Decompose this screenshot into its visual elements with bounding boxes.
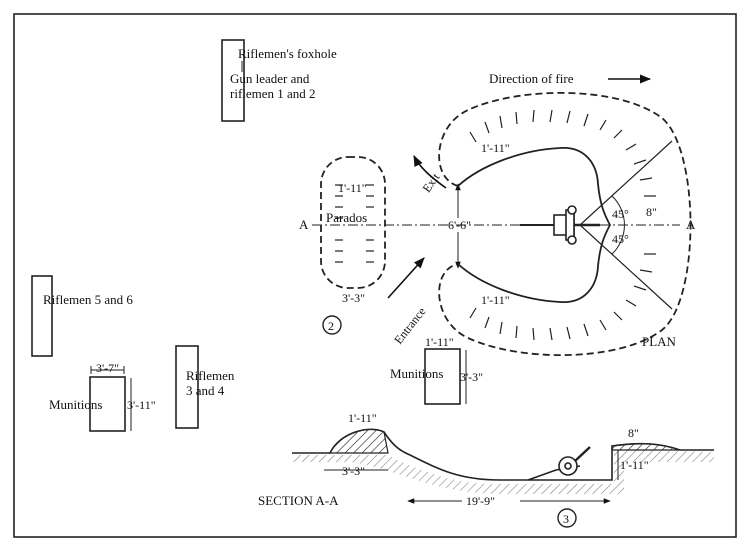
entrance-arrow	[387, 257, 425, 299]
dim-parados-bottom: 3'-3"	[342, 291, 365, 305]
angle-arc	[611, 195, 625, 255]
dim-section-parados-height: 1'-11"	[348, 411, 377, 425]
angle-top: 45°	[612, 207, 629, 221]
section-marker-a-left: A	[299, 217, 309, 232]
figure-number-2-text: 2	[328, 319, 334, 333]
dim-pit-width: 6'-6"	[448, 218, 471, 232]
munitions-right-pit	[424, 348, 461, 405]
label-riflemen-5-6: Riflemen 5 and 6	[43, 292, 133, 307]
fire-line-upper	[579, 140, 673, 226]
dim-parados-top: 1'-11"	[338, 181, 367, 195]
dim-section-length: 19'-9"	[466, 494, 495, 508]
label-exit: Exit	[419, 170, 442, 195]
label-munitions-right: Munitions	[390, 366, 443, 381]
label-riflemen-3-4-line1: Riflemen	[186, 368, 235, 383]
label-riflemen-3-4-line2: 3 and 4	[186, 383, 225, 398]
label-munitions-left: Munitions	[49, 397, 102, 412]
parados-hachures	[335, 184, 374, 263]
label-direction-of-fire: Direction of fire	[489, 71, 574, 86]
undisturbed-ground	[292, 450, 714, 494]
munitions-left-pit	[89, 376, 126, 432]
figure-number-2	[322, 315, 342, 335]
parados-mound	[320, 156, 386, 289]
dim-emplacement-bottom: 1'-11"	[481, 293, 510, 307]
label-section-a-a: SECTION A-A	[258, 493, 339, 508]
exit-arrow	[413, 154, 447, 189]
foxhole-riflemen-5-6	[31, 275, 53, 357]
dim-munitions-left-height: 3'-11"	[127, 398, 156, 412]
figure-number-3	[557, 508, 577, 528]
section-profile	[292, 428, 714, 494]
label-gun-leader-1: Gun leader and	[230, 71, 310, 86]
label-riflemens-foxhole: Riflemen's foxhole	[238, 46, 337, 61]
fire-line-lower	[579, 224, 673, 310]
dim-section-parados-base: 3'-3"	[342, 464, 365, 478]
outer-border	[13, 13, 737, 538]
gun-plan-icon	[520, 205, 600, 245]
label-entrance: Entrance	[391, 304, 428, 346]
dim-munitions-left-width: 3'-7"	[96, 361, 119, 375]
dim-section-pit-depth: 1'-11"	[620, 458, 649, 472]
dim-emplacement-top: 1'-11"	[481, 141, 510, 155]
dim-munitions-right-width: 1'-11"	[425, 335, 454, 349]
label-plan: PLAN	[642, 334, 677, 349]
parados-section	[329, 428, 389, 454]
emplacement-outer	[438, 91, 692, 357]
label-parados: Parados	[326, 210, 367, 225]
foxhole-riflemen-3-4	[175, 345, 199, 429]
dim-section-parapet: 8"	[628, 426, 639, 440]
emplacement-hachures	[469, 109, 656, 341]
gun-section-icon	[527, 446, 591, 481]
dim-front-parapet: 8"	[646, 205, 657, 219]
foxhole-gun-leader	[221, 39, 245, 122]
dim-munitions-right-height: 3'-3"	[460, 370, 483, 384]
label-gun-leader-2: riflemen 1 and 2	[230, 86, 316, 101]
angle-bottom: 45°	[612, 232, 629, 246]
figure-number-3-text: 3	[563, 512, 569, 526]
parapet-section	[611, 443, 681, 451]
emplacement-inner	[457, 147, 612, 303]
